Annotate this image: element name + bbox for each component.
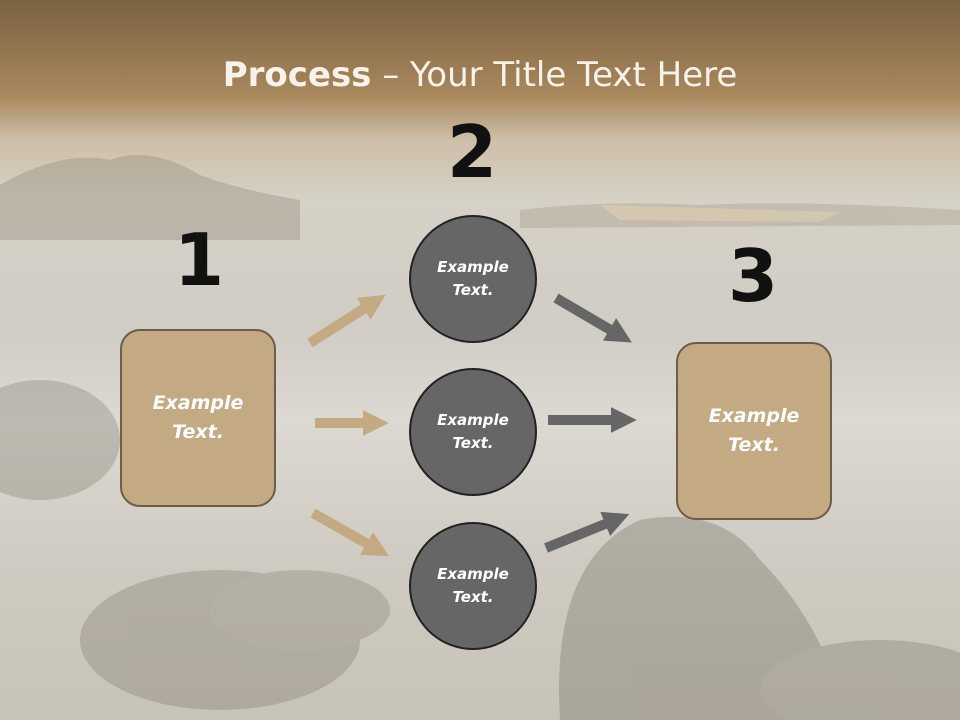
step-box-1: Example Text.: [120, 329, 276, 507]
step-number-1: 1: [173, 218, 225, 302]
circle-top: Example Text.: [409, 215, 537, 343]
circle-bottom-text: Example Text.: [437, 565, 509, 606]
circle-bottom: Example Text.: [409, 522, 537, 650]
step-number-3: 3: [727, 234, 779, 318]
arrow-1-to-top: [307, 294, 386, 348]
step-box-3-text: Example Text.: [708, 405, 800, 456]
slide-title: Process – Your Title Text Here: [0, 52, 960, 98]
step-box-3: Example Text.: [676, 342, 832, 520]
arrow-bottom-to-3: [544, 511, 630, 553]
step-number-2: 2: [446, 110, 498, 194]
circle-top-text: Example Text.: [437, 258, 509, 299]
step-box-1-text: Example Text.: [152, 392, 244, 443]
arrow-top-to-3: [553, 293, 632, 343]
circle-middle: Example Text.: [409, 368, 537, 496]
arrow-1-to-bottom: [310, 508, 390, 557]
title-rest: – Your Title Text Here: [371, 55, 738, 95]
circle-middle-text: Example Text.: [437, 411, 509, 452]
title-bold: Process: [222, 55, 372, 95]
